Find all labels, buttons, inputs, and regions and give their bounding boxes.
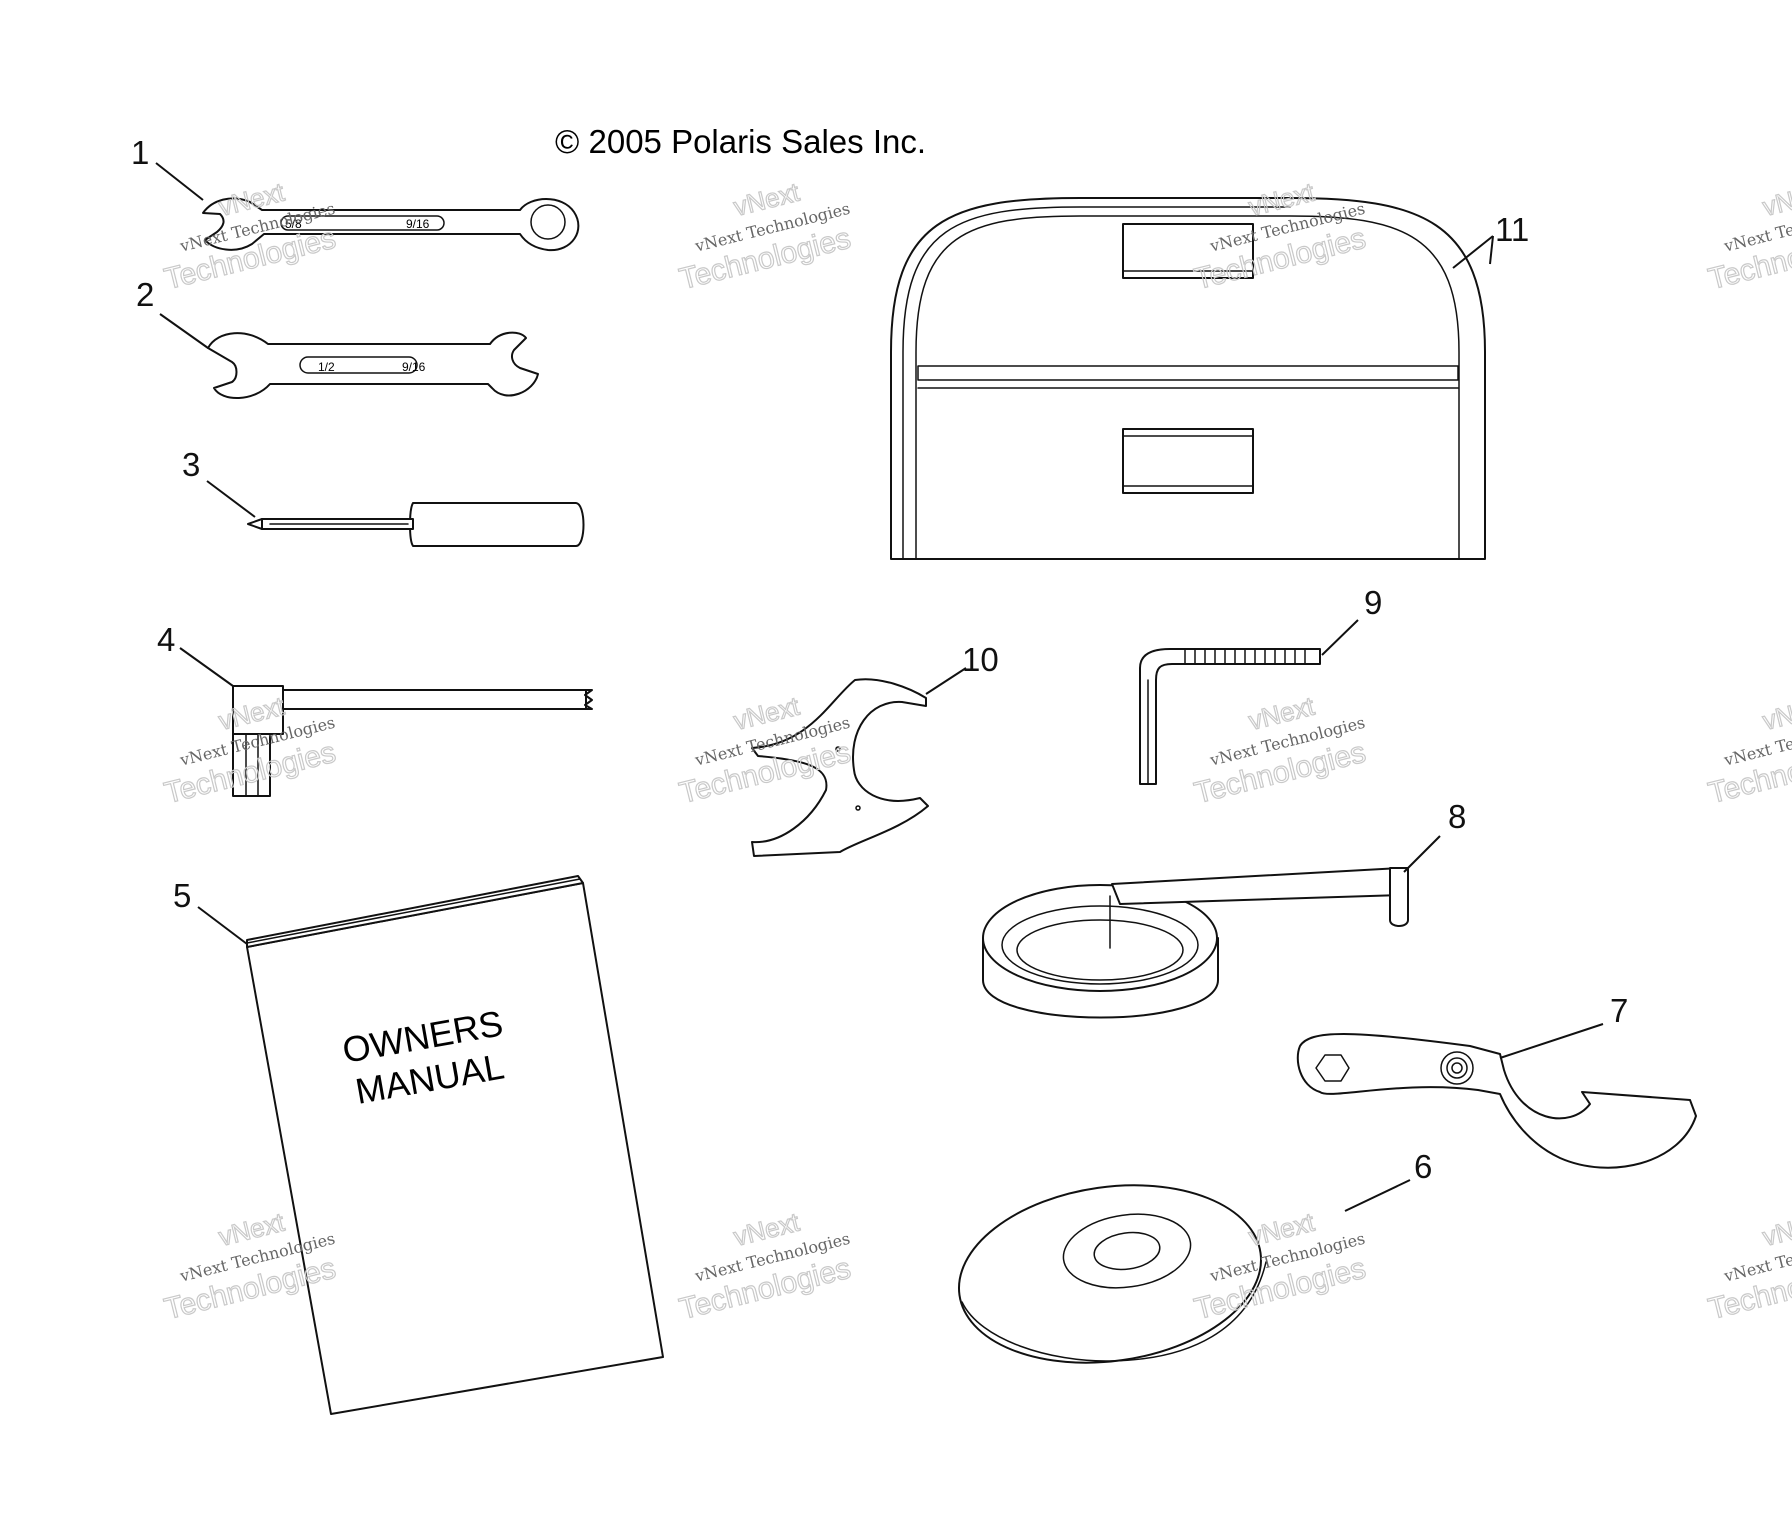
leader-8 bbox=[1403, 835, 1441, 873]
svg-text:vNext: vNext bbox=[1760, 1207, 1792, 1252]
part-5-owners-manual[interactable]: OWNERS MANUAL bbox=[246, 875, 664, 1415]
part-10-spanner-wrench[interactable] bbox=[751, 678, 929, 857]
leader-4 bbox=[179, 647, 234, 687]
svg-text:vNext: vNext bbox=[1760, 691, 1792, 736]
watermark-8: vNext vNext Technologies Technologies bbox=[1705, 690, 1792, 811]
wrench1-label-right: 9/16 bbox=[406, 217, 430, 231]
callout-8: 8 bbox=[1448, 798, 1466, 835]
wrench1-label-left: 5/8 bbox=[285, 217, 302, 231]
watermark-4: vNext vNext Technologies Technologies bbox=[1705, 176, 1792, 297]
watermark-7: vNext vNext Technologies Technologies bbox=[1191, 690, 1370, 811]
part-2-open-end-wrench[interactable]: 1/2 9/16 bbox=[207, 331, 539, 400]
leader-7 bbox=[1499, 1023, 1604, 1059]
part-6-cd-disc[interactable] bbox=[947, 1167, 1272, 1382]
leader-6 bbox=[1344, 1179, 1411, 1212]
callout-2: 2 bbox=[136, 276, 154, 313]
part-8-tape-measure[interactable] bbox=[982, 867, 1409, 1019]
wrench2-label-right: 9/16 bbox=[402, 360, 426, 374]
leader-11 bbox=[1489, 235, 1494, 265]
leader-2 bbox=[159, 313, 209, 349]
callout-4: 4 bbox=[157, 621, 175, 658]
part-4-plug-wrench[interactable] bbox=[232, 685, 593, 797]
leader-5 bbox=[197, 906, 248, 945]
leader-1 bbox=[155, 162, 204, 201]
callout-10: 10 bbox=[962, 641, 999, 678]
wrench2-label-left: 1/2 bbox=[318, 360, 335, 374]
part-1-combination-wrench[interactable]: 5/8 9/16 bbox=[202, 197, 580, 252]
leader-3 bbox=[206, 480, 256, 518]
callout-7: 7 bbox=[1610, 992, 1628, 1029]
callout-11: 11 bbox=[1495, 211, 1529, 248]
part-7-hook-spanner[interactable] bbox=[1296, 1033, 1697, 1169]
leader-10 bbox=[925, 667, 967, 695]
part-9-hex-key[interactable] bbox=[1139, 648, 1321, 785]
part-3-screwdriver[interactable] bbox=[247, 502, 585, 547]
watermark-12: vNext vNext Technologies Technologies bbox=[1705, 1206, 1792, 1327]
watermark-10: vNext vNext Technologies Technologies bbox=[676, 1206, 855, 1327]
callout-9: 9 bbox=[1364, 584, 1382, 621]
svg-text:vNext: vNext bbox=[1760, 177, 1792, 222]
callout-1: 1 bbox=[131, 134, 149, 171]
watermark-1: vNext vNext Technologies Technologies bbox=[161, 176, 340, 297]
copyright-text: © 2005 Polaris Sales Inc. bbox=[555, 123, 926, 160]
callout-6: 6 bbox=[1414, 1148, 1432, 1185]
callout-3: 3 bbox=[182, 446, 200, 483]
watermark-2: vNext vNext Technologies Technologies bbox=[676, 176, 855, 297]
callout-5: 5 bbox=[173, 877, 191, 914]
leader-9 bbox=[1321, 619, 1359, 656]
part-11-tool-bag[interactable] bbox=[890, 197, 1486, 560]
